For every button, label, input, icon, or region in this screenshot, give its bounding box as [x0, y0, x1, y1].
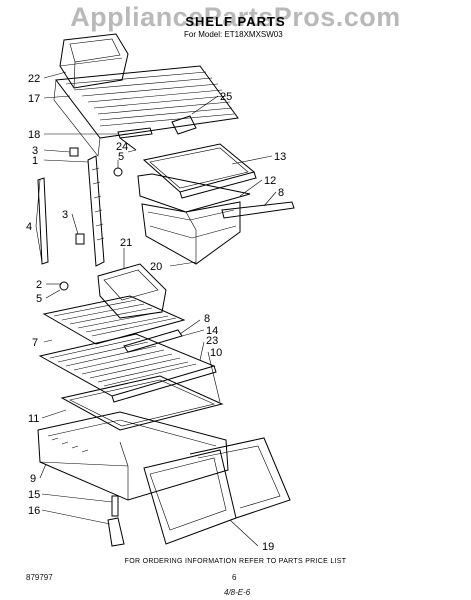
- part-15-16-glides: [107, 495, 125, 547]
- ordering-info-note: FOR ORDERING INFORMATION REFER TO PARTS …: [124, 558, 347, 565]
- callout-7: 7: [32, 337, 38, 349]
- callout-8-upper: 8: [278, 187, 284, 199]
- callout-10: 10: [210, 347, 222, 359]
- callout-11: 11: [28, 413, 39, 425]
- part-19-crisper-drawers: [143, 437, 291, 545]
- page-title: SHELF PARTS: [185, 14, 286, 29]
- part-23-large-shelf: [38, 333, 217, 403]
- part-9-crisper-frame: [37, 411, 229, 501]
- part-11-crisper-cover: [60, 375, 224, 431]
- callout-13: 13: [274, 151, 286, 163]
- part-7-wire-shelf: [42, 295, 186, 345]
- callout-12: 12: [264, 175, 276, 187]
- part-1-ladder-rail: [37, 155, 105, 267]
- callout-16: 16: [28, 505, 40, 517]
- callout-18: 18: [28, 129, 40, 141]
- callout-2: 2: [36, 279, 42, 291]
- document-number: 879797: [26, 573, 53, 582]
- part-18-rail: [117, 127, 153, 151]
- callout-19: 19: [262, 541, 274, 553]
- part-13-glass-shelf: [142, 143, 257, 199]
- fasteners: [59, 147, 123, 291]
- callout-21: 21: [120, 237, 132, 249]
- part-12-shelf-frame: [137, 173, 295, 219]
- callout-23: 23: [206, 335, 218, 347]
- callout-25: 25: [220, 91, 232, 103]
- callout-14: 14: [206, 325, 218, 337]
- callout-15: 15: [28, 489, 40, 501]
- part-25-clip: [171, 115, 197, 135]
- callout-24: 24: [116, 141, 128, 153]
- part-22-top-bin: [59, 33, 129, 89]
- callout-3-lower: 3: [62, 209, 68, 221]
- callout-9: 9: [30, 473, 36, 485]
- part-21-small-bin: [97, 263, 167, 319]
- part-20-drawer: [141, 201, 241, 265]
- callout-3-upper: 3: [32, 145, 38, 157]
- handwritten-note: 4/8-E-6: [224, 588, 251, 597]
- callout-labels: 22 17 25 18 24 3 5 1 13 12 8 4 3 21 20 2…: [26, 73, 286, 553]
- callout-17: 17: [28, 93, 40, 105]
- part-17-wire-shelf: [53, 65, 239, 157]
- callout-1: 1: [32, 155, 38, 167]
- callout-5-upper: 5: [118, 151, 124, 163]
- watermark: AppliancePartsPros.com: [70, 2, 401, 32]
- leader-lines: [35, 71, 277, 547]
- callout-20: 20: [150, 261, 162, 273]
- model-line: For Model: ET18XMXSW03: [184, 30, 283, 39]
- callout-22: 22: [28, 73, 40, 85]
- callout-4: 4: [26, 221, 32, 233]
- callout-5-lower: 5: [36, 293, 42, 305]
- callout-8-lower: 8: [204, 313, 210, 325]
- page-number: 6: [232, 573, 237, 582]
